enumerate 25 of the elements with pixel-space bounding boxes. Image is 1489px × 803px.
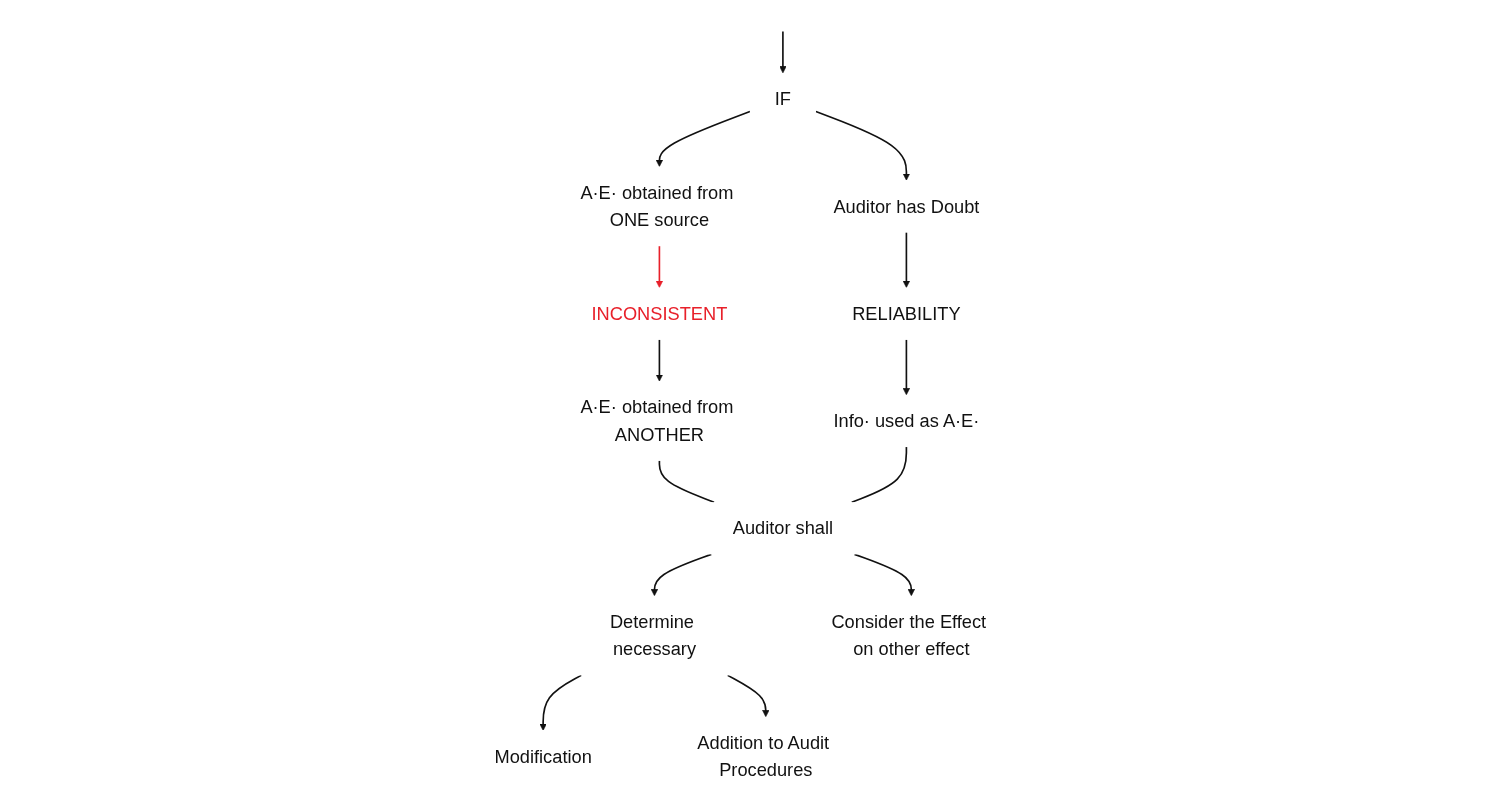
arrow [655,338,664,382]
arrow [655,245,664,288]
connector [851,446,908,503]
node-text: Addition to Audit Procedures [697,732,830,781]
node-text: INCONSISTENT [591,303,728,325]
arrow [779,30,787,74]
connector [658,459,716,503]
node-text: IF [774,88,792,110]
arrow [815,110,911,181]
node-text: Info· used as A·E· [833,410,980,432]
arrow [655,110,751,167]
arrow [902,231,911,288]
arrow [650,553,713,597]
arrow [539,674,583,731]
arrow [902,338,911,396]
node-text: RELIABILITY [852,303,961,325]
node-text: Determine necessary [610,611,697,660]
node-text: Modification [494,746,592,767]
node-text: Auditor has Doubt [833,195,980,217]
node-text: A·E· obtained from ONE source [580,182,734,231]
node-text: Consider the Effect on other effect [831,611,987,660]
node-text: Auditor shall [732,517,834,539]
arrow [726,674,770,718]
node-text: A·E· obtained from ANOTHER [580,396,734,445]
arrow [853,553,916,597]
